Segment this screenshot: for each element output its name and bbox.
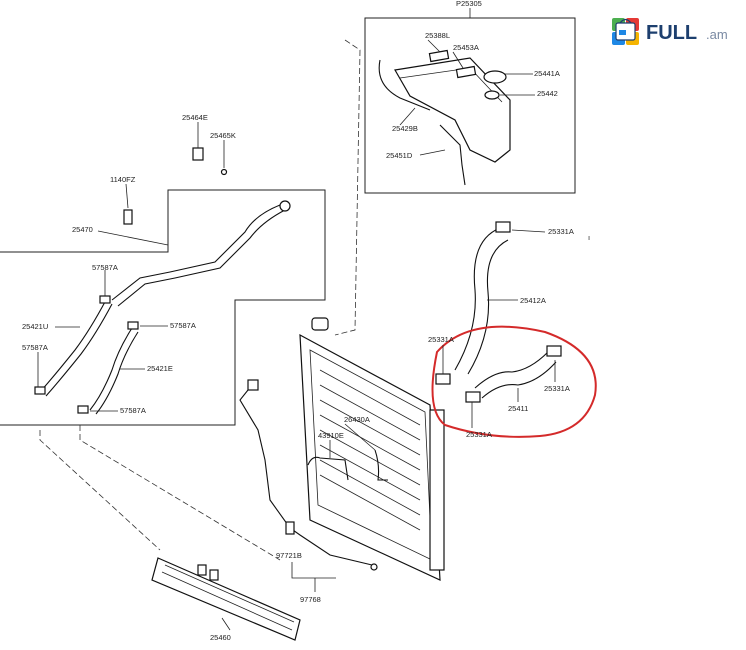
radiator-cap — [311, 317, 329, 331]
label-p25331a-1: 25331A — [548, 227, 574, 236]
site-logo[interactable]: FULL .am — [612, 18, 728, 45]
reservoir-hose — [439, 124, 466, 186]
oil-cooler-hose-frame — [0, 189, 326, 426]
label-p43910e: 43910E — [318, 431, 344, 440]
reservoir-label-sticker — [428, 49, 450, 63]
label-p25412a: 25412A — [520, 296, 546, 305]
label-p25442: 25442 — [537, 89, 558, 98]
highlight-circle — [431, 325, 597, 438]
oil-cooler-fitting-1 — [197, 564, 207, 576]
label-p26430a: 26430A — [344, 415, 370, 424]
logo-brand: FULL — [646, 22, 697, 44]
sensor-97721b — [285, 521, 295, 535]
bolt-1140fz — [123, 209, 133, 225]
hose-clamp-4 — [77, 405, 89, 414]
sensor-harness: 97721B 97768 — [239, 379, 378, 604]
label-p1140fz: 1140FZ — [110, 175, 136, 184]
hose-clamp-1 — [99, 295, 111, 304]
clip-25465k — [220, 168, 228, 176]
pipe-fitting-top — [279, 200, 291, 212]
overflow-hose — [378, 59, 431, 111]
label-p25411: 25411 — [508, 404, 528, 413]
label-p25331a-4: 25331A — [466, 430, 492, 439]
hose-clamp-2 — [34, 386, 46, 395]
label-p57587a-1: 57587A — [92, 263, 118, 272]
coolant-reservoir-tank — [394, 57, 511, 163]
reservoir-o-ring — [484, 90, 500, 100]
hose-25412a — [454, 227, 501, 371]
label-p25453a: 25453A — [453, 43, 479, 52]
clamp-right-25331a — [546, 345, 562, 357]
label-p25429b: 25429B — [392, 124, 418, 133]
label-p25305: P25305 — [456, 0, 482, 8]
clamp-upper-25331a — [495, 221, 511, 233]
hose-clamp-3 — [127, 321, 139, 330]
oil-cooler-fitting-2 — [209, 569, 219, 581]
label-p25470: 25470 — [72, 225, 93, 234]
label-p25331a-2: 25331A — [428, 335, 454, 344]
sensor-wire — [239, 384, 373, 566]
bolt-25464e — [192, 147, 204, 161]
svg-text:ı: ı — [588, 233, 590, 242]
label-p97768: 97768 — [300, 595, 321, 604]
clamp-left-25331a — [435, 373, 451, 385]
logo-suffix: .am — [706, 27, 728, 42]
oil-cooler: 25460 — [151, 557, 301, 642]
label-p25441a: 25441A — [534, 69, 560, 78]
radiator-core-fins — [319, 369, 421, 531]
clamp-lower-25331a — [465, 391, 481, 403]
reservoir-connector-leader — [334, 39, 361, 336]
label-p25460: 25460 — [210, 633, 231, 642]
connector-end — [370, 563, 378, 571]
hose-25421e — [89, 327, 133, 411]
hose-25411 — [474, 351, 549, 389]
radiator-side-tank — [429, 409, 445, 571]
oil-cooler-hose-group: 25464E 25465K 1140FZ 25470 57587A 25421U… — [0, 113, 326, 426]
reservoir-cap — [483, 70, 507, 84]
label-p25451d: 25451D — [386, 151, 413, 160]
oil-cooler-leader-right — [79, 425, 281, 561]
oil-cooler-pipe-upper — [111, 204, 281, 301]
label-p25464e: 25464E — [182, 113, 208, 122]
label-p25388l: 25388L — [425, 31, 450, 40]
label-p25331a-3: 25331A — [544, 384, 570, 393]
reservoir-warning-sticker — [455, 65, 477, 79]
hose-25421u — [39, 299, 107, 393]
label-p57587a-4: 57587A — [120, 406, 146, 415]
shopping-bag-icon — [612, 18, 639, 45]
upper-hose-group: 25331A 25412A ı — [454, 221, 590, 375]
label-p25421u: 25421U — [22, 322, 48, 331]
reservoir-group: P25305 25388L 25453A 25441A 25442 25429B… — [364, 0, 576, 194]
radiator-assembly: 26430A 43910E — [299, 317, 445, 581]
oil-cooler-leader-left — [39, 430, 161, 551]
label-p57587a-2: 57587A — [22, 343, 48, 352]
oil-cooler-body — [151, 557, 301, 641]
label-p57587a-3: 57587A — [170, 321, 196, 330]
bracket-43910e — [307, 456, 349, 481]
lower-hose-group: 25331A 25331A 25411 25331A — [428, 325, 597, 439]
label-p25421e: 25421E — [147, 364, 173, 373]
label-p97721b: 97721B — [276, 551, 302, 560]
connector-top — [247, 379, 259, 391]
label-p25465k: 25465K — [210, 131, 236, 140]
